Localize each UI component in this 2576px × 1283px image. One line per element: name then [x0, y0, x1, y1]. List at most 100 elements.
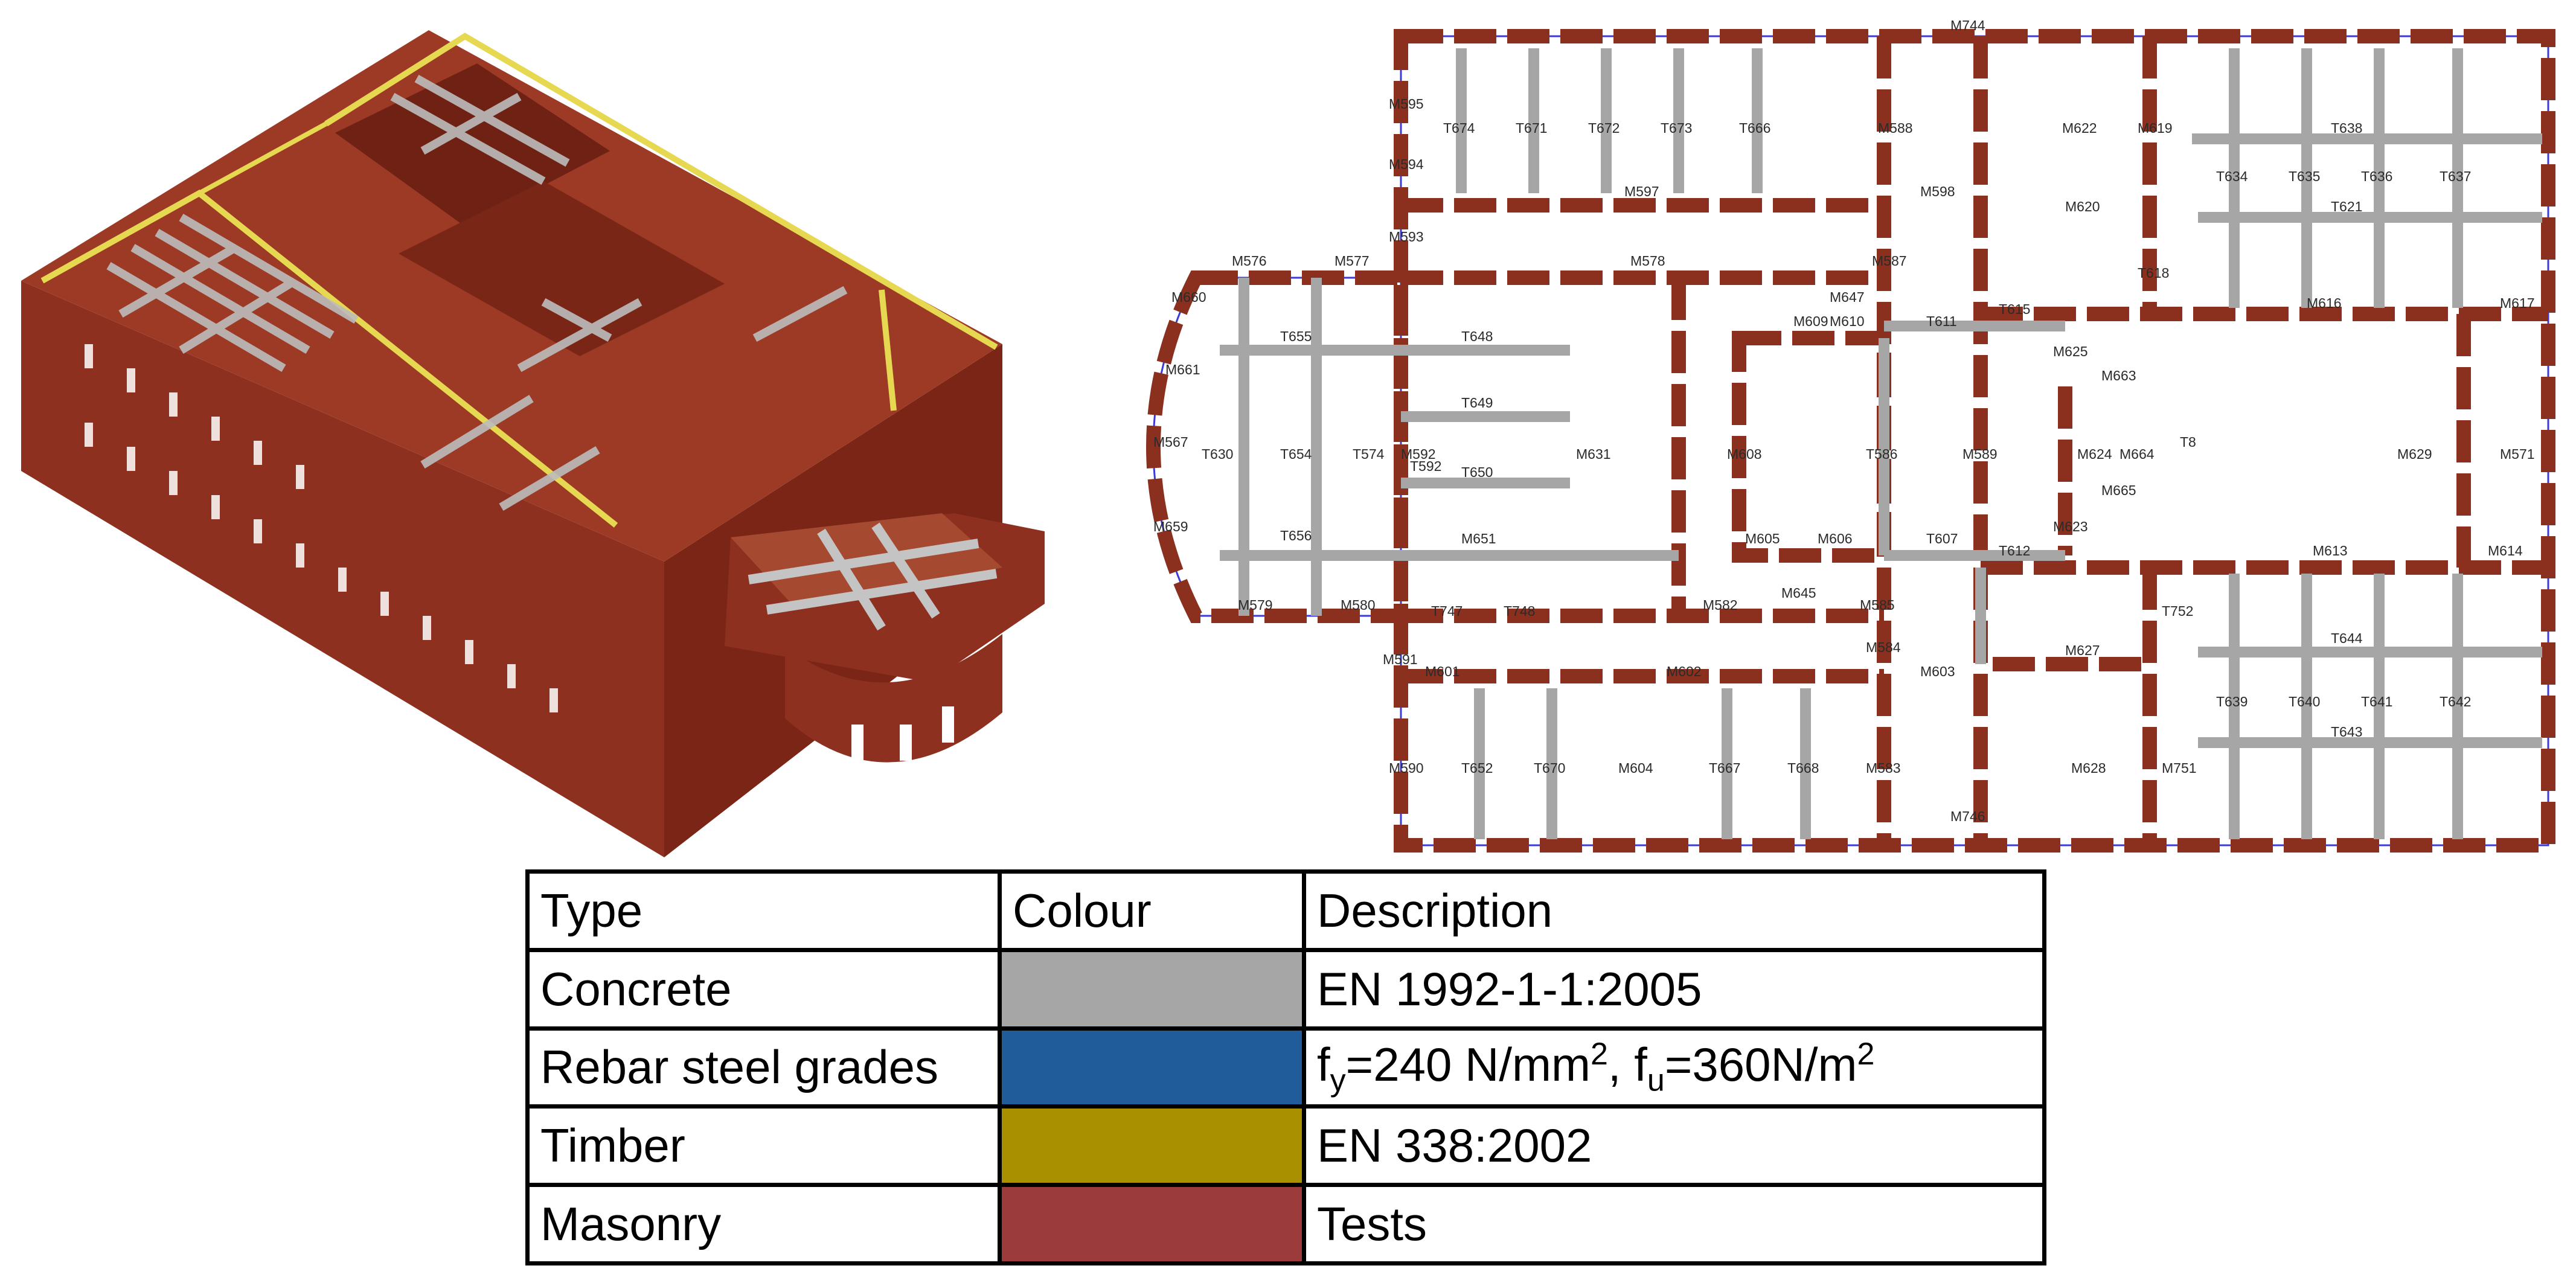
plan-label: M624: [2077, 446, 2112, 462]
plan-label: M591: [1383, 651, 1418, 667]
plan-label: M588: [1878, 120, 1913, 136]
table-row: Concrete EN 1992-1-1:2005: [525, 947, 2046, 1031]
plan-label: M751: [2162, 760, 2197, 776]
colour-swatch: [998, 1026, 1306, 1109]
table-row: Rebar steel grades fy=240 N/mm2, fu=360N…: [525, 1026, 2046, 1109]
header-type: Type: [525, 869, 1002, 952]
plan-label: M631: [1576, 446, 1611, 462]
floor-plan: M595 M594 M593 T674 T671 T672 T673 T666 …: [1146, 18, 2555, 853]
plan-label: T574: [1353, 446, 1385, 462]
plan-label: M647: [1830, 289, 1865, 305]
row-type: Masonry: [525, 1183, 1002, 1265]
row-description: Tests: [1302, 1183, 2046, 1265]
colour-swatch: [998, 1183, 1306, 1265]
plan-label: M592: [1401, 446, 1436, 462]
plan-label: T592: [1410, 458, 1441, 474]
plan-label: M661: [1165, 362, 1200, 377]
plan-label: T648: [1461, 328, 1493, 344]
plan-label: M627: [2065, 642, 2100, 658]
plan-label: T672: [1588, 120, 1620, 136]
plan-label: T650: [1461, 464, 1493, 480]
plan-label: M601: [1425, 664, 1460, 679]
plan-label: M602: [1667, 664, 1702, 679]
plan-label: M567: [1153, 434, 1188, 450]
plan-label: T640: [2289, 694, 2320, 709]
plan-label: M576: [1232, 253, 1267, 269]
plan-label: M622: [2062, 120, 2097, 136]
plan-label: M613: [2313, 543, 2348, 558]
plan-label: M659: [1153, 519, 1188, 534]
plan-label: T8: [2180, 434, 2196, 450]
plan-label: M579: [1238, 597, 1273, 613]
row-description: EN 338:2002: [1302, 1104, 2046, 1188]
plan-label: M665: [2101, 482, 2136, 498]
plan-label: M585: [1860, 597, 1895, 613]
plan-label: T655: [1280, 328, 1312, 344]
plan-label: M571: [2500, 446, 2535, 462]
plan-label: T654: [1280, 446, 1312, 462]
plan-label: M605: [1745, 531, 1780, 546]
row-type: Rebar steel grades: [525, 1026, 1002, 1109]
row-type: Timber: [525, 1104, 1002, 1188]
colour-swatch: [998, 1104, 1306, 1188]
plan-label: M651: [1461, 531, 1496, 546]
row-description: fy=240 N/mm2, fu=360N/m2: [1302, 1026, 2046, 1109]
plan-label: M623: [2053, 519, 2088, 534]
plan-label: T671: [1516, 120, 1547, 136]
plan-label: T634: [2216, 168, 2248, 184]
plan-label: T642: [2440, 694, 2471, 709]
plan-label: T639: [2216, 694, 2248, 709]
plan-element-labels: M595 M594 M593 T674 T671 T672 T673 T666 …: [1153, 18, 2535, 824]
plan-label: M589: [1962, 446, 1998, 462]
plan-label: M577: [1334, 253, 1370, 269]
plan-label: T638: [2331, 120, 2362, 136]
plan-label: M744: [1950, 18, 1985, 33]
plan-label: M604: [1618, 760, 1653, 776]
plan-label: M598: [1920, 184, 1955, 199]
table-header-row: Type Colour Description: [525, 869, 2046, 952]
plan-label: T607: [1926, 531, 1958, 546]
plan-label: M584: [1866, 639, 1901, 655]
plan-label: T652: [1461, 760, 1493, 776]
plan-label: T611: [1926, 313, 1957, 329]
table-row: Masonry Tests: [525, 1183, 2046, 1265]
plan-label: T641: [2361, 694, 2392, 709]
header-description: Description: [1302, 869, 2046, 952]
plan-label: T637: [2440, 168, 2471, 184]
plan-label: M587: [1872, 253, 1907, 269]
plan-label: T612: [1999, 543, 2030, 558]
plan-label: T674: [1443, 120, 1475, 136]
plan-label: T635: [2289, 168, 2320, 184]
plan-label: T673: [1661, 120, 1692, 136]
plan-label: M645: [1781, 585, 1816, 601]
plan-label: T586: [1866, 446, 1897, 462]
plan-label: M664: [2119, 446, 2155, 462]
plan-label: M619: [2138, 120, 2173, 136]
plan-label: M616: [2307, 295, 2342, 311]
plan-label: T636: [2361, 168, 2392, 184]
row-type: Concrete: [525, 947, 1002, 1031]
plan-label: M595: [1389, 96, 1424, 112]
plan-label: T668: [1787, 760, 1819, 776]
plan-label: M620: [2065, 199, 2100, 214]
plan-label: M660: [1171, 289, 1206, 305]
plan-label: M614: [2488, 543, 2523, 558]
plan-label: M663: [2101, 368, 2136, 383]
plan-label: M578: [1630, 253, 1665, 269]
plan-label: M593: [1389, 229, 1424, 245]
plan-label: M603: [1920, 664, 1955, 679]
plan-label: T656: [1280, 528, 1312, 543]
plan-label: M580: [1341, 597, 1376, 613]
plan-label: M583: [1866, 760, 1901, 776]
plan-label: T667: [1709, 760, 1740, 776]
plan-label: M617: [2500, 295, 2535, 311]
plan-label: T670: [1534, 760, 1565, 776]
plan-label: M610: [1830, 313, 1865, 329]
plan-label: T748: [1504, 603, 1535, 619]
plan-label: M597: [1624, 184, 1659, 199]
plan-label: T615: [1999, 301, 2030, 317]
plan-label: T621: [2331, 199, 2362, 214]
plan-label: M608: [1727, 446, 1762, 462]
row-description: EN 1992-1-1:2005: [1302, 947, 2046, 1031]
plan-label: M606: [1818, 531, 1853, 546]
